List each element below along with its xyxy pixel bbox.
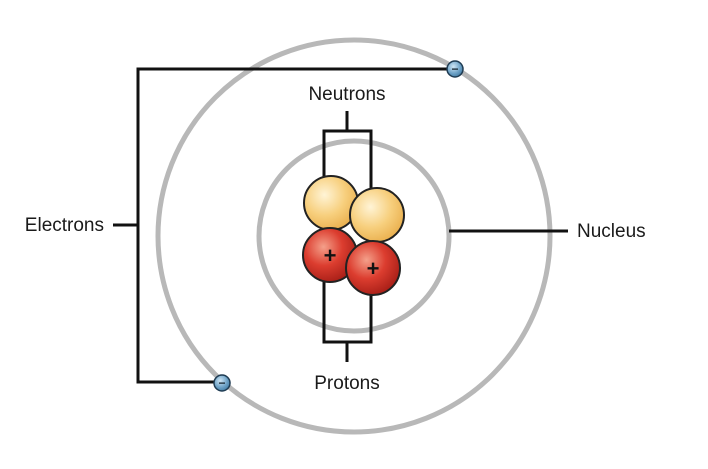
electron-shell xyxy=(155,37,553,435)
nucleus-label: Nucleus xyxy=(577,221,646,242)
neutron-particle xyxy=(349,187,405,243)
neutrons-label: Neutrons xyxy=(308,84,385,105)
protons-label: Protons xyxy=(314,373,379,394)
electrons-label: Electrons xyxy=(25,215,104,236)
nucleus-ring xyxy=(256,138,452,334)
electron-particle: − xyxy=(213,374,231,392)
electron-particle: − xyxy=(446,60,464,78)
electron-minus-sign: − xyxy=(451,62,458,76)
proton-plus-sign: + xyxy=(367,256,380,281)
proton-plus-sign: + xyxy=(324,243,337,268)
electron-minus-sign: − xyxy=(218,376,225,390)
proton-particle: + xyxy=(345,240,401,296)
